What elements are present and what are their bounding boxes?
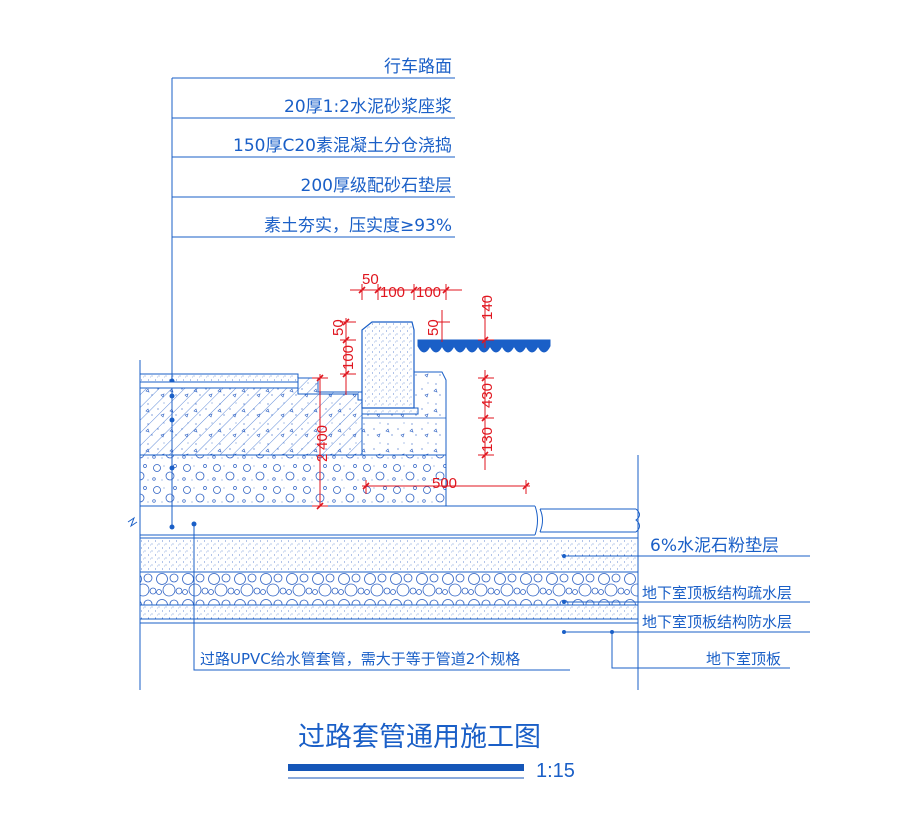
ground-surface xyxy=(417,339,551,353)
sleeve-pipe xyxy=(140,505,640,536)
callout-gravel-cushion: 200厚级配砂石垫层 xyxy=(301,176,452,196)
dimension-lines xyxy=(312,284,530,507)
pipe-note-leader xyxy=(193,524,570,671)
label-roof-slab: 地下室顶板 xyxy=(706,650,781,668)
label-waterproof-layer: 地下室顶板结构防水层 xyxy=(642,613,792,631)
dim-500: 500 xyxy=(432,475,457,492)
dim-50-right: 50 xyxy=(425,319,442,336)
dim-130: 130 xyxy=(479,427,496,452)
dim-430: 430 xyxy=(479,383,496,408)
gravel-cushion xyxy=(139,454,447,507)
callout-mortar-bed: 20厚1:2水泥砂浆座浆 xyxy=(284,97,452,117)
callout-compacted-soil: 素土夯实，压实度≥93% xyxy=(264,216,452,236)
road-surface-layer xyxy=(139,373,299,383)
right-callouts xyxy=(564,555,810,669)
dim-140: 140 xyxy=(479,295,496,320)
dim-100-a: 100 xyxy=(380,284,405,301)
title-underline-thick xyxy=(288,764,524,771)
drawing-title: 过路套管通用施工图 xyxy=(298,722,541,753)
dim-50-left: 50 xyxy=(330,319,347,336)
dim-100-b: 100 xyxy=(416,284,441,301)
mortar-bed-layer xyxy=(139,381,299,389)
cement-stone-layer xyxy=(139,537,639,573)
curb-stone xyxy=(361,321,415,409)
callout-road-surface: 行车路面 xyxy=(384,57,452,77)
dim-2: 2 xyxy=(314,454,331,462)
curb-backing xyxy=(361,371,447,456)
curb-foot-step xyxy=(297,378,362,401)
pipe-note: 过路UPVC给水管套管，需大于等于管道2个规格 xyxy=(200,650,520,668)
label-drain-layer: 地下室顶板结构疏水层 xyxy=(642,584,792,602)
drawing-scale: 1:15 xyxy=(536,760,575,782)
label-cement-stone: 6%水泥石粉垫层 xyxy=(650,536,779,556)
dim-50-top: 50 xyxy=(362,271,379,288)
callout-concrete-slab: 150厚C20素混凝土分仓浇捣 xyxy=(233,136,452,156)
dimension-ticks xyxy=(316,286,530,510)
drainage-layer xyxy=(139,571,639,606)
waterproof-layer xyxy=(139,604,639,620)
dim-400: 400 xyxy=(314,425,331,450)
dim-100-vert: 100 xyxy=(340,345,357,370)
left-boundary xyxy=(127,360,141,690)
curb-base xyxy=(361,407,419,415)
